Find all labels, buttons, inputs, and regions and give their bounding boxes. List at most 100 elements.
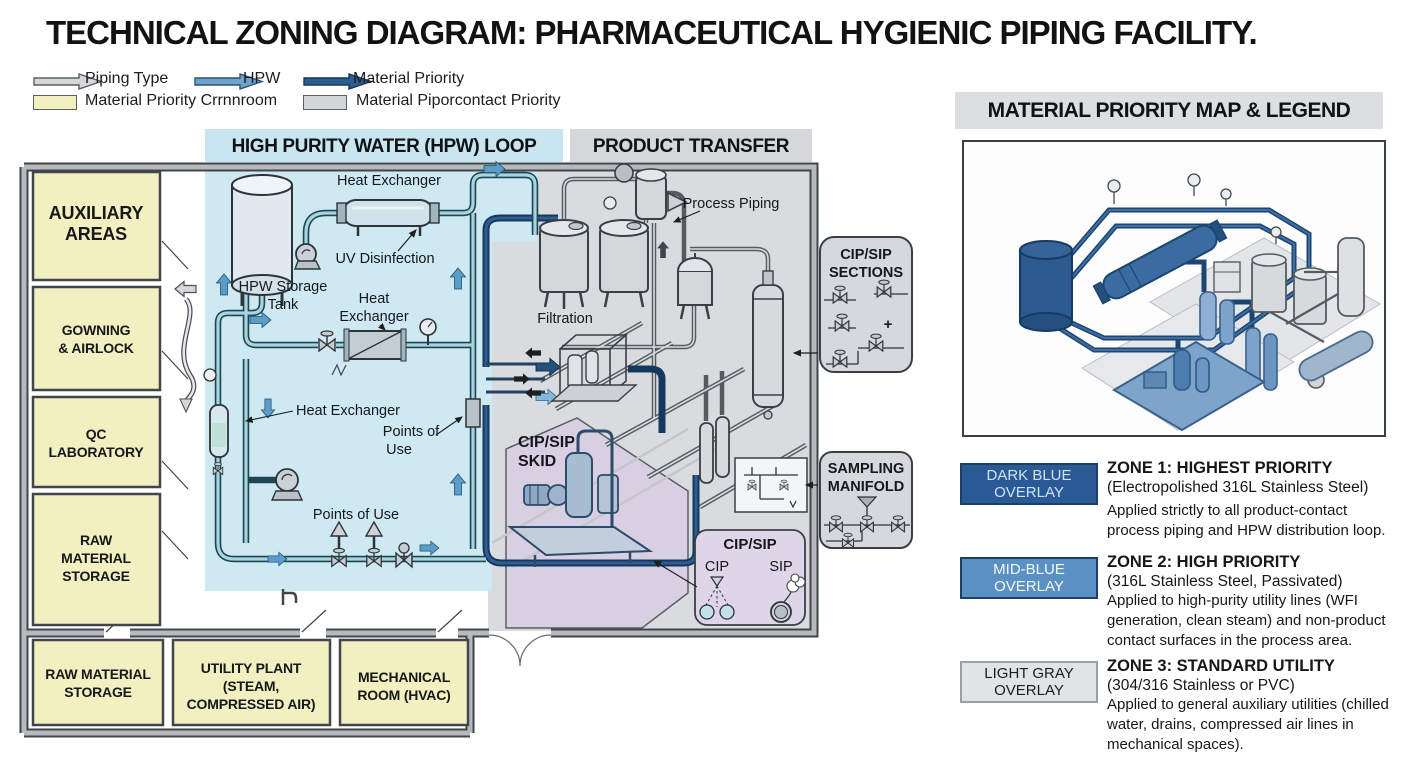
sampling-manifold-box: SAMPLING MANIFOLD: [804, 451, 913, 549]
room-mechanical-room: MECHANICAL ROOM (HVAC): [338, 638, 470, 727]
small-gauge-icon: [203, 368, 217, 382]
heat-exchanger-mid-label: Heat: [359, 291, 390, 307]
sip-label: SIP: [769, 559, 792, 575]
zone2-badge-line: MID-BLUE: [993, 561, 1065, 578]
zone2-badge-line: OVERLAY: [994, 578, 1064, 595]
points-of-use-right-label: Points of: [383, 424, 440, 440]
points-of-use-right-label: Use: [386, 442, 412, 458]
room-label: AUXILIARY: [49, 203, 144, 223]
product-equipment: [507, 163, 808, 567]
heat-exchanger-top-label: Heat Exchanger: [337, 173, 441, 189]
material-priority-room-swatch: [33, 95, 77, 110]
floor-plan-diagram: HIGH PURITY WATER (HPW) LOOP PRODUCT TRA…: [19, 129, 913, 738]
zone3-subtitle: (304/316 Stainless or PVC): [1107, 677, 1295, 694]
zone3-badge-line: OVERLAY: [994, 682, 1064, 699]
top-vessel: [614, 163, 688, 220]
sections-title: CIP/SIP: [840, 247, 892, 263]
squiggle-mark: [331, 363, 347, 377]
zone3-text: ZONE 3: STANDARD UTILITY (304/316 Stainl…: [1107, 657, 1399, 755]
double-door-arcs: [488, 634, 552, 667]
room-label: ROOM (HVAC): [357, 687, 450, 703]
process-tank-b: [599, 196, 649, 308]
room-label: UTILITY PLANT: [201, 660, 302, 676]
room-auxiliary-areas: AUXILIARY AREAS: [31, 170, 162, 282]
piping-type-label: Piping Type: [85, 70, 169, 87]
piping-type-arrow-icon: [33, 73, 104, 90]
filter-dome-vessel: [677, 253, 713, 320]
hpw-equipment: [203, 174, 481, 569]
circulation-pump: [270, 468, 304, 501]
hpw-tank-label: HPW Storage: [239, 279, 328, 295]
zone1-subtitle: (Electropolished 316L Stainless Steel): [1107, 479, 1369, 496]
heat-exchanger-left: [203, 368, 229, 458]
gauge-icon: [603, 196, 617, 210]
diagram-labels: Heat Exchanger UV Disinfection HPW Stora…: [239, 173, 780, 523]
filtration-skid: [550, 333, 638, 402]
heat-exchanger-mid: [343, 328, 407, 362]
zone1-title: ZONE 1: HIGHEST PRIORITY: [1107, 459, 1333, 477]
zone1-badge: DARK BLUE OVERLAY: [960, 463, 1098, 505]
zone2-subtitle: (316L Stainless Steel, Passivated): [1107, 573, 1343, 590]
point-of-use-station: [465, 398, 481, 428]
room-label: RAW: [80, 532, 113, 548]
process-piping-label: Process Piping: [683, 196, 780, 212]
mini-sampling-manifold: [734, 457, 808, 513]
hpw-header-label: HIGH PURITY WATER (HPW) LOOP: [232, 136, 537, 157]
room-label: & AIRLOCK: [58, 340, 134, 356]
filter-cartridges: [699, 416, 730, 484]
cip-sip-skid-label: CIP/SIP: [518, 434, 575, 451]
sections-title: SECTIONS: [829, 265, 903, 281]
navy-storage-tank: [1019, 240, 1073, 332]
tall-column: [752, 270, 784, 420]
material-priority-label: Material Priority: [353, 70, 465, 87]
zone3-title: ZONE 3: STANDARD UTILITY: [1107, 657, 1335, 675]
rooms: AUXILIARY AREAS GOWNING & AIRLOCK QC LAB…: [31, 170, 470, 727]
corridor-items: [174, 280, 298, 605]
zone3-badge-line: LIGHT GRAY: [984, 665, 1074, 682]
zone2-badge: MID-BLUE OVERLAY: [960, 557, 1098, 599]
round-handle-valve: [395, 542, 413, 569]
right-panel-header: MATERIAL PRIORITY MAP & LEGEND: [955, 92, 1383, 129]
cip-sip-skid-zone: [505, 417, 689, 629]
zone1-badge-line: OVERLAY: [994, 484, 1064, 501]
room-gowning-airlock: GOWNING & AIRLOCK: [31, 285, 162, 392]
room-label: COMPRESSED AIR): [187, 696, 316, 712]
corridor-pipe-arrowhead: [179, 398, 193, 414]
faucet-icon: [281, 589, 298, 605]
room-label: MATERIAL: [61, 550, 131, 566]
pressure-gauge-mid: [419, 318, 437, 345]
material-priority-room-label: Material Priority Crrnnroom: [85, 92, 278, 109]
room-label: AREAS: [65, 224, 127, 244]
zone1-body: Applied strictly to all product-contact …: [1107, 502, 1386, 539]
zone1-text: ZONE 1: HIGHEST PRIORITY (Electropolishe…: [1107, 459, 1399, 541]
midblue-skid: [1112, 340, 1266, 432]
hpw-arrow-icon: [194, 73, 265, 90]
room-label: (STEAM,: [223, 678, 279, 694]
wireframe-box: [1213, 261, 1241, 293]
cip-skid-equipment: [507, 429, 654, 567]
product-header-box: [570, 129, 812, 162]
room-label: QC: [86, 426, 107, 442]
room-utility-plant: UTILITY PLANT (STEAM, COMPRESSED AIR): [171, 638, 332, 727]
priority-piping: [482, 214, 700, 567]
gauges: [1107, 173, 1282, 244]
zone2-body: Applied to high-purity utility lines (WF…: [1107, 592, 1386, 649]
heat-exchanger-top: [336, 199, 440, 236]
funnel-icon: [856, 496, 878, 508]
plus-sign: +: [884, 316, 893, 333]
cip-sip-sections-box: CIP/SIP SECTIONS +: [792, 236, 913, 373]
room-label: RAW MATERIAL: [45, 666, 151, 682]
hpw-header-box: [205, 129, 563, 162]
room-label: STORAGE: [62, 568, 130, 584]
midblue-columns: [1199, 291, 1278, 391]
gray-vessels: [1251, 237, 1365, 389]
room-raw-material-storage-2: RAW MATERIAL STORAGE: [31, 638, 165, 727]
navy-heat-exchanger: [1092, 219, 1228, 305]
room-label: STORAGE: [64, 684, 132, 700]
pump-motor: [523, 484, 551, 506]
room-label: MECHANICAL: [358, 669, 451, 685]
zone3-badge: LIGHT GRAY OVERLAY: [960, 661, 1098, 703]
points-of-use-bottom-label: Points of Use: [313, 507, 399, 523]
cip-tank: [565, 452, 593, 518]
sampling-title: SAMPLING: [828, 461, 905, 477]
